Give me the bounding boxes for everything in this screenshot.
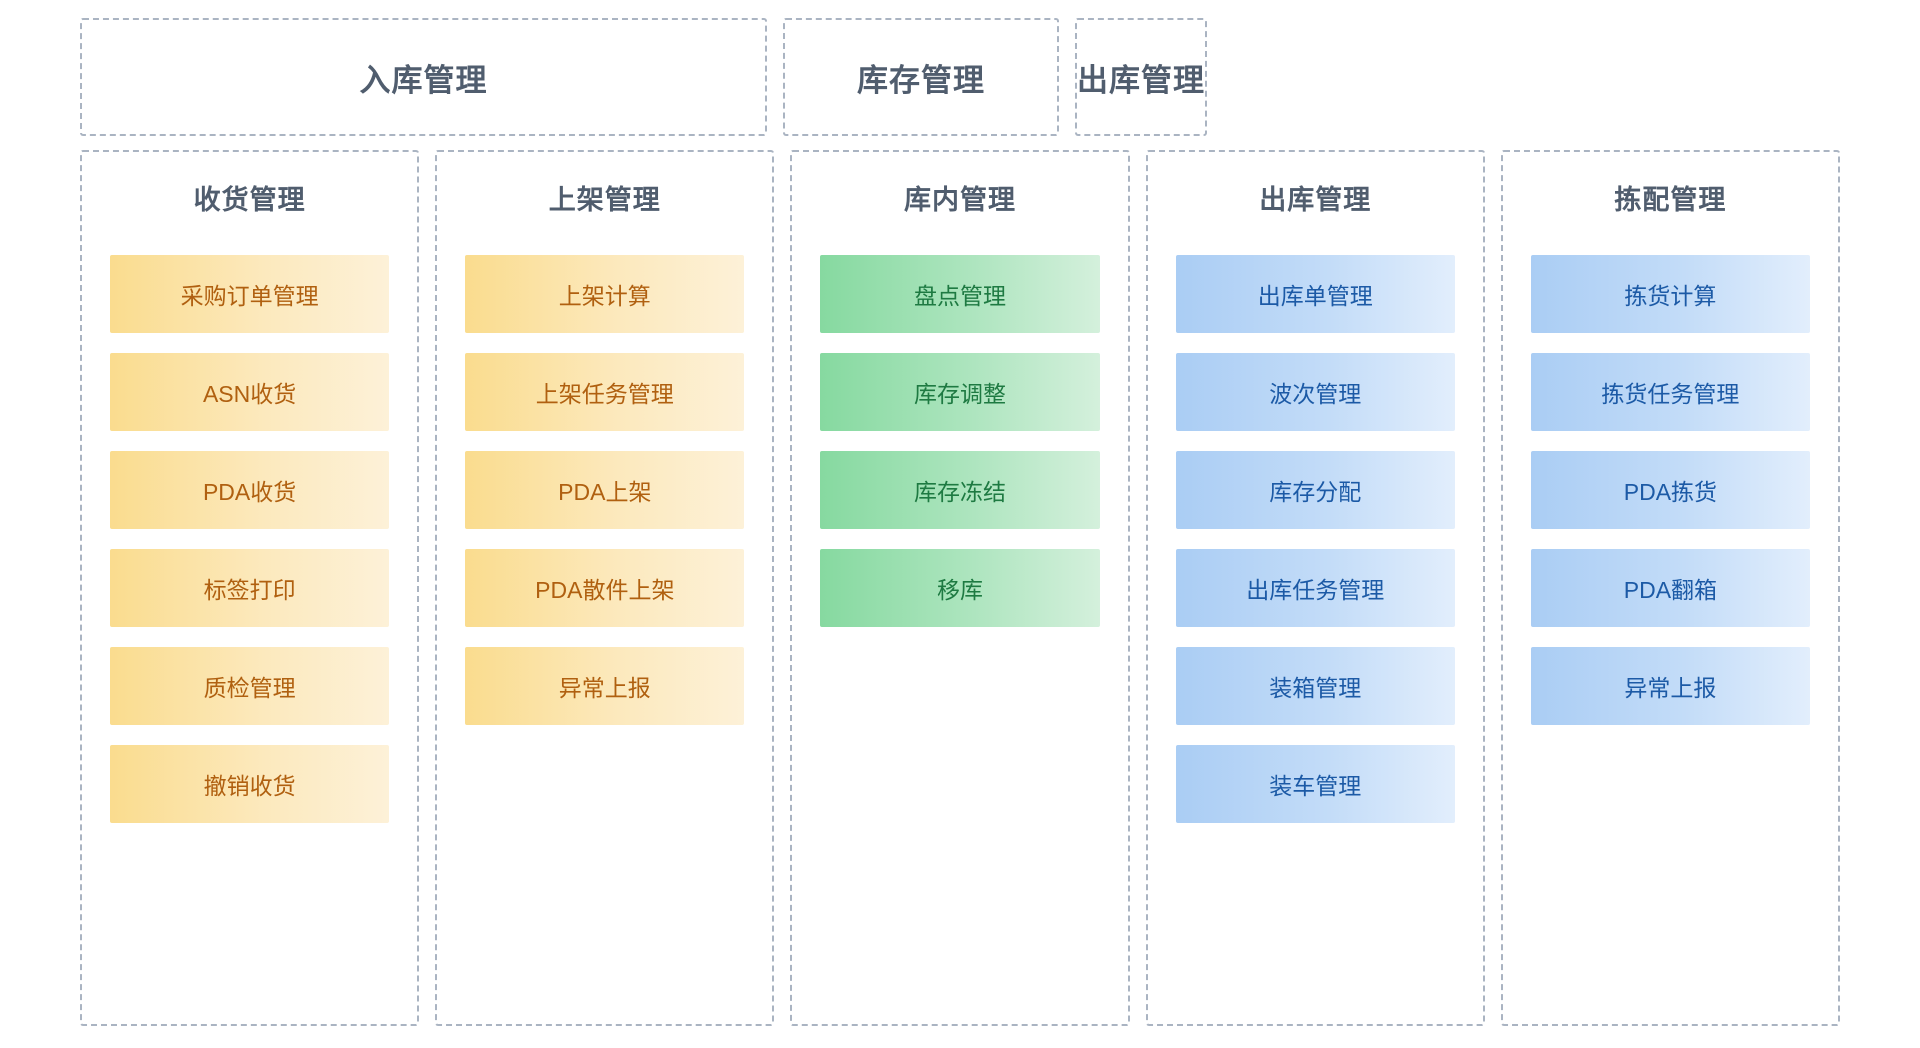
group-title: 入库管理 bbox=[359, 62, 488, 98]
card-item[interactable]: 拣货计算 bbox=[1530, 255, 1811, 333]
card-item[interactable]: 拣货任务管理 bbox=[1530, 353, 1811, 431]
card-item[interactable]: 上架任务管理 bbox=[465, 353, 745, 431]
card-item[interactable]: 盘点管理 bbox=[820, 255, 1100, 333]
group-outbound[interactable]: 出库管理 bbox=[1075, 18, 1207, 136]
card-item[interactable]: 装箱管理 bbox=[1175, 647, 1455, 725]
card-item[interactable]: 装车管理 bbox=[1175, 745, 1455, 823]
card-list: 采购订单管理 ASN收货 PDA收货 标签打印 质检管理 撤销收货 bbox=[110, 255, 390, 823]
card-item[interactable]: ASN收货 bbox=[110, 353, 390, 431]
card-list: 上架计算 上架任务管理 PDA上架 PDA散件上架 异常上报 bbox=[465, 255, 745, 725]
card-item[interactable]: 库存分配 bbox=[1175, 451, 1455, 529]
group-inbound[interactable]: 入库管理 bbox=[80, 18, 767, 136]
card-item[interactable]: 出库任务管理 bbox=[1175, 549, 1455, 627]
column-putaway[interactable]: 上架管理 上架计算 上架任务管理 PDA上架 PDA散件上架 异常上报 bbox=[435, 150, 775, 1026]
column-in-warehouse[interactable]: 库内管理 盘点管理 库存调整 库存冻结 移库 bbox=[790, 150, 1130, 1026]
column-outbound[interactable]: 出库管理 出库单管理 波次管理 库存分配 出库任务管理 装箱管理 装车管理 bbox=[1145, 150, 1485, 1026]
column-title: 收货管理 bbox=[193, 185, 306, 215]
card-item[interactable]: 库存调整 bbox=[820, 353, 1100, 431]
card-item[interactable]: 异常上报 bbox=[465, 647, 745, 725]
group-header-row: 入库管理 库存管理 出库管理 bbox=[80, 18, 1840, 136]
card-list: 盘点管理 库存调整 库存冻结 移库 bbox=[820, 255, 1100, 627]
card-item[interactable]: 标签打印 bbox=[110, 549, 390, 627]
column-picking[interactable]: 拣配管理 拣货计算 拣货任务管理 PDA拣货 PDA翻箱 异常上报 bbox=[1500, 150, 1841, 1026]
column-title: 上架管理 bbox=[548, 185, 661, 215]
column-title: 拣配管理 bbox=[1614, 185, 1727, 215]
card-item[interactable]: 上架计算 bbox=[465, 255, 745, 333]
card-item[interactable]: 移库 bbox=[820, 549, 1100, 627]
group-inventory[interactable]: 库存管理 bbox=[783, 18, 1059, 136]
column-title: 出库管理 bbox=[1259, 185, 1372, 215]
group-title: 库存管理 bbox=[857, 62, 985, 98]
group-title: 出库管理 bbox=[1077, 62, 1205, 98]
card-item[interactable]: PDA拣货 bbox=[1530, 451, 1811, 529]
card-item[interactable]: 波次管理 bbox=[1175, 353, 1455, 431]
card-item[interactable]: 异常上报 bbox=[1530, 647, 1811, 725]
card-item[interactable]: PDA上架 bbox=[465, 451, 745, 529]
card-list: 拣货计算 拣货任务管理 PDA拣货 PDA翻箱 异常上报 bbox=[1530, 255, 1811, 725]
column-receiving[interactable]: 收货管理 采购订单管理 ASN收货 PDA收货 标签打印 质检管理 撤销收货 bbox=[80, 150, 420, 1026]
column-title: 库内管理 bbox=[904, 185, 1016, 215]
card-item[interactable]: 库存冻结 bbox=[820, 451, 1100, 529]
card-item[interactable]: 采购订单管理 bbox=[110, 255, 390, 333]
card-item[interactable]: PDA散件上架 bbox=[465, 549, 745, 627]
card-list: 出库单管理 波次管理 库存分配 出库任务管理 装箱管理 装车管理 bbox=[1175, 255, 1455, 823]
card-item[interactable]: 撤销收货 bbox=[110, 745, 390, 823]
card-item[interactable]: PDA翻箱 bbox=[1530, 549, 1811, 627]
card-item[interactable]: 质检管理 bbox=[110, 647, 390, 725]
card-item[interactable]: PDA收货 bbox=[110, 451, 390, 529]
column-row: 收货管理 采购订单管理 ASN收货 PDA收货 标签打印 质检管理 撤销收货 上… bbox=[80, 150, 1841, 1026]
card-item[interactable]: 出库单管理 bbox=[1175, 255, 1455, 333]
